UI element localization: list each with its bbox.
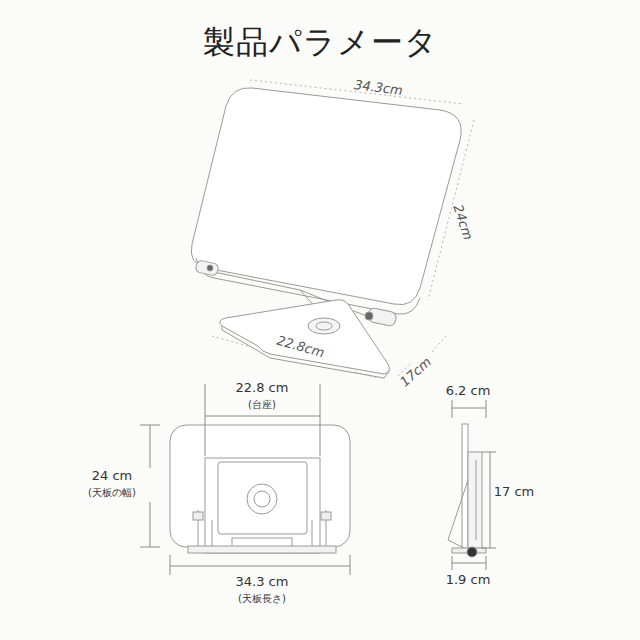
dimension-label: 17cm [397,354,434,389]
dimension-label: 17 cm [494,485,535,500]
dimension-label: 1.9 cm [446,573,491,588]
dimension-label: (天板長さ) [238,593,286,605]
dimension-label: 34.3 cm [236,575,289,590]
dimension-label: (天板の幅) [88,487,136,499]
dimension-label: 24 cm [92,469,133,484]
dimension-label: (台座) [248,399,276,411]
dimension-label: 24cm [449,202,474,241]
dimension-label: 22.8 cm [236,381,289,396]
page-title: 製品パラメータ [203,24,438,61]
dimension-label: 34.3cm [353,78,403,99]
dimension-label: 6.2 cm [446,384,491,399]
